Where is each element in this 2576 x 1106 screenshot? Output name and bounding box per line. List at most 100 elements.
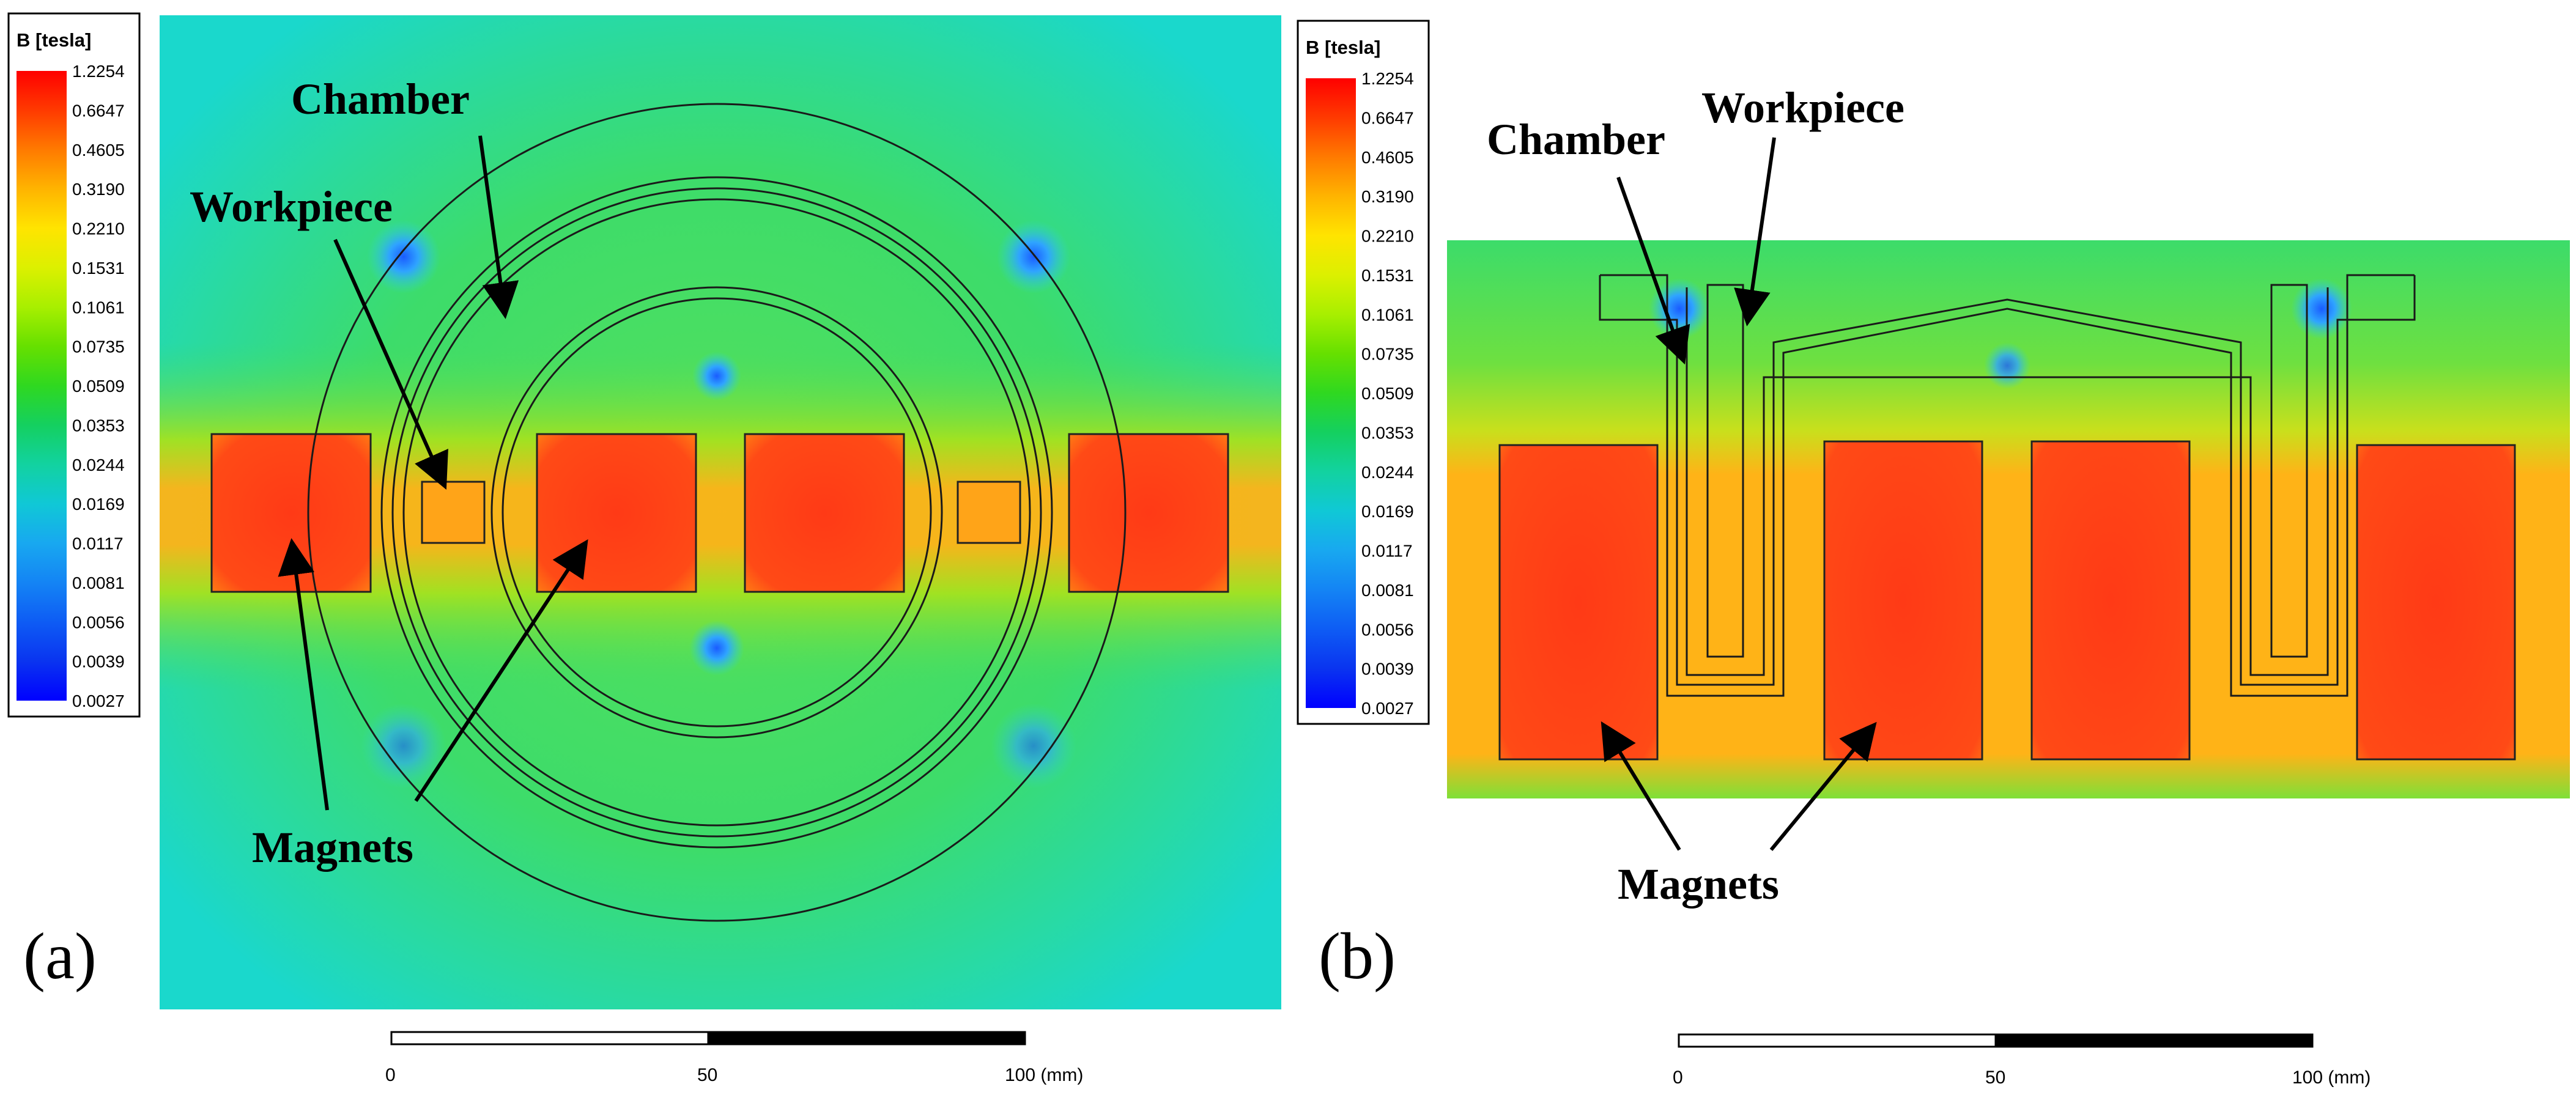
- chamber-inner-outline: [1686, 287, 2329, 676]
- callout-magnets: Magnets: [252, 823, 413, 872]
- callout-workpiece: Workpiece: [190, 182, 393, 231]
- outer-boundary-circle: [307, 103, 1127, 922]
- legend-tick-label: 0.0735: [72, 337, 125, 356]
- legend-tick-label: 1.2254: [72, 62, 125, 81]
- field-hotspot: [692, 352, 741, 400]
- scale-label-start: 0: [1673, 1067, 1683, 1088]
- field-plot-a: [160, 15, 1281, 1009]
- legend-tick-label: 0.0081: [1361, 581, 1414, 600]
- legend-tick-label: 0.0117: [72, 534, 124, 553]
- legend-tick-label: 0.1531: [1361, 266, 1414, 285]
- scale-label-mid: 50: [697, 1065, 717, 1085]
- arrow-magnets: [278, 538, 329, 811]
- field-hotspot: [991, 703, 1076, 789]
- legend-tick-label: 0.0353: [1361, 423, 1414, 442]
- chamber-outline: [1600, 274, 2415, 697]
- arrow-magnets: [414, 539, 588, 802]
- legend-tick-label: 0.0169: [72, 495, 125, 514]
- workpiece-outline: [1706, 284, 1744, 658]
- panel-a-top-view: B [tesla] 1.2254 0.6647 0.4605 0.3190 0.2210…: [7, 12, 1281, 1085]
- legend-tick-label: 0.0081: [72, 573, 125, 592]
- workpiece-outline: [2270, 284, 2308, 658]
- field-hotspot: [689, 621, 744, 676]
- scale-label-mid: 50: [1985, 1067, 2005, 1088]
- legend-tick-label: 0.0117: [1361, 542, 1413, 561]
- scale-bar-b: 0 50 100 (mm): [1673, 1033, 2371, 1088]
- magnet: [1498, 444, 1659, 761]
- chamber-outline: [391, 187, 1042, 838]
- legend-color-bar: [17, 71, 67, 701]
- field-hotspot: [2291, 278, 2352, 339]
- legend-tick-label: 0.0056: [72, 613, 125, 632]
- scale-label-start: 0: [385, 1065, 396, 1085]
- legend-tick-label: 0.0039: [1361, 660, 1414, 679]
- legend-color-bar: [1306, 78, 1356, 708]
- legend-tick-label: 0.4605: [72, 141, 125, 160]
- field-plot-b: [1447, 240, 2570, 798]
- legend-tick-label: 0.2210: [72, 219, 125, 238]
- callout-workpiece: Workpiece: [1701, 83, 1904, 132]
- legend-b: B [tesla] 1.2254 0.6647 0.4605 0.3190 0.2210…: [1297, 20, 1430, 725]
- legend-tick-label: 0.0056: [1361, 620, 1414, 639]
- callouts-a: Chamber Workpiece Magnets: [190, 75, 588, 872]
- panel-b-cross-section: B [tesla] 1.2254 0.6647 0.4605 0.3190 0.2210…: [1288, 0, 2576, 1106]
- arrow-chamber: [1616, 176, 1690, 365]
- magnet: [1823, 440, 1983, 761]
- chamber-outline: [502, 297, 932, 728]
- arrow-chamber: [478, 135, 519, 319]
- callout-chamber: Chamber: [291, 75, 470, 124]
- legend-tick-labels: 1.22540.66470.46050.31900.22100.15310.10…: [72, 62, 125, 710]
- panel-label: (a): [23, 920, 97, 993]
- legend-tick-label: 0.6647: [72, 101, 125, 120]
- callout-chamber: Chamber: [1487, 115, 1665, 164]
- legend-tick-label: 0.3190: [1361, 187, 1414, 206]
- panel-a-figure: B [tesla] 1.2254 0.6647 0.4605 0.3190 0.2210…: [7, 12, 1281, 1085]
- legend-tick-label: 0.1061: [72, 298, 125, 317]
- chamber-outline: [490, 286, 943, 739]
- scale-label-end: 100 (mm): [1005, 1065, 1083, 1085]
- legend-title: B [tesla]: [17, 29, 91, 51]
- chamber-outline: [1599, 275, 2416, 686]
- magnet: [2030, 440, 2191, 761]
- chamber-outline: [402, 198, 1031, 827]
- field-hotspot: [367, 220, 440, 293]
- arrow-workpiece: [333, 238, 448, 490]
- field-hotspot: [1984, 342, 2030, 389]
- legend-tick-label: 0.0244: [72, 455, 125, 474]
- arrow-magnets: [1601, 721, 1681, 851]
- arrow-magnets: [1769, 721, 1877, 851]
- legend-tick-label: 0.0244: [1361, 463, 1414, 482]
- magnet: [744, 433, 905, 593]
- callout-magnets: Magnets: [1618, 860, 1779, 909]
- scale-label-end: 100 (mm): [2292, 1067, 2371, 1088]
- panel-b-figure: B [tesla] 1.2254 0.6647 0.4605 0.3190 0.2210…: [1297, 20, 2570, 1088]
- workpiece-block: [421, 481, 486, 544]
- scale-bar-a: 0 50 100 (mm): [385, 1031, 1083, 1085]
- legend-title: B [tesla]: [1306, 37, 1380, 58]
- magnet: [1068, 433, 1229, 593]
- chamber-outline: [380, 176, 1053, 849]
- legend-tick-label: 0.3190: [72, 180, 125, 199]
- legend-tick-label: 0.6647: [1361, 108, 1414, 127]
- legend-tick-labels: 1.2254 0.6647 0.4605 0.3190 0.2210 0.1531 0.10…: [1361, 69, 1414, 718]
- legend-a: B [tesla] 1.2254 0.6647 0.4605 0.3190 0.2210…: [7, 12, 141, 718]
- legend-tick-label: 0.1061: [1361, 305, 1414, 324]
- legend-tick-label: 0.4605: [1361, 148, 1414, 167]
- legend-tick-label: 0.0509: [1361, 384, 1414, 403]
- magnet: [210, 433, 372, 593]
- legend-tick-label: 0.0353: [72, 416, 125, 435]
- field-hotspot: [997, 220, 1070, 293]
- arrow-workpiece: [1734, 137, 1776, 326]
- field-hotspot: [361, 703, 446, 789]
- legend-tick-label: 0.0169: [1361, 502, 1414, 521]
- legend-tick-label: 0.0039: [72, 652, 125, 671]
- legend-tick-label: 1.2254: [1361, 69, 1414, 88]
- legend-tick-label: 0.2210: [1361, 227, 1414, 246]
- legend-tick-label: 0.0027: [1361, 699, 1414, 718]
- magnet: [536, 433, 697, 593]
- panel-label: (b): [1319, 920, 1396, 993]
- callouts-b: Chamber Workpiece Magnets: [1487, 83, 1904, 909]
- workpiece-block: [957, 481, 1021, 544]
- legend-tick-label: 0.0509: [72, 377, 125, 396]
- legend-tick-label: 0.0735: [1361, 345, 1414, 364]
